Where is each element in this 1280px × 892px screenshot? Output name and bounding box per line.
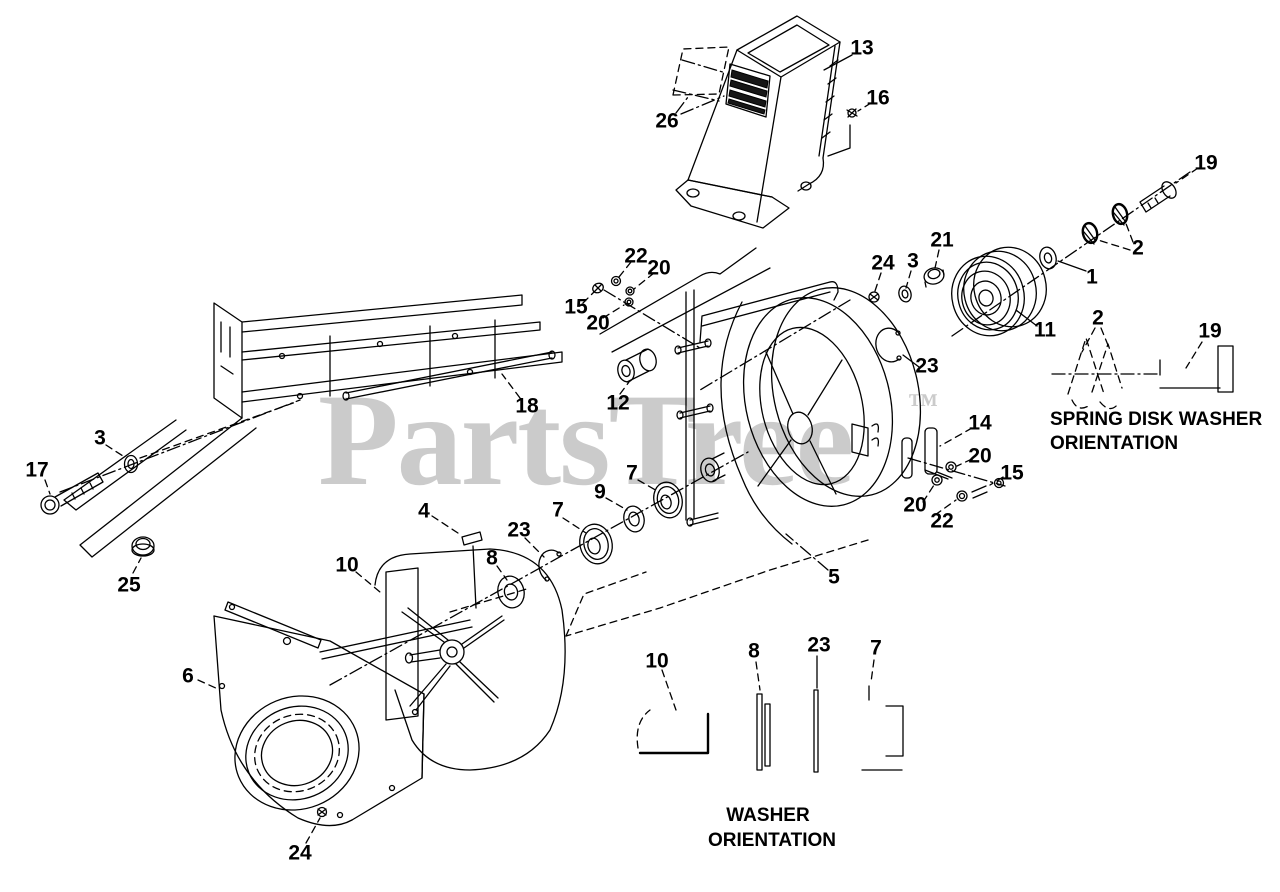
callout-17: 17 <box>25 458 49 482</box>
callout-11: 11 <box>1033 318 1057 342</box>
callout-6: 6 <box>182 664 194 688</box>
callout-7: 7 <box>870 636 882 660</box>
callout-14: 14 <box>968 411 992 435</box>
shaft-bearings <box>329 451 749 686</box>
chute-cover-13 <box>672 15 872 229</box>
blower-housing-10 <box>319 548 566 771</box>
washer-orientation-diagram <box>636 655 904 773</box>
bracket-14-group <box>901 427 1006 516</box>
callout-24: 24 <box>288 841 312 865</box>
callout-22: 22 <box>930 509 954 533</box>
main-housing-5 <box>449 247 922 637</box>
callout-15: 15 <box>1000 461 1024 485</box>
callout-12: 12 <box>606 391 630 415</box>
callout-20: 20 <box>586 311 610 335</box>
callout-7: 7 <box>626 461 638 485</box>
callout-24: 24 <box>871 251 895 275</box>
callout-5: 5 <box>828 565 840 589</box>
callout-3: 3 <box>94 426 106 450</box>
callout-26: 26 <box>655 109 679 133</box>
blower-housing-6 <box>197 601 425 844</box>
callout-25: 25 <box>117 573 141 597</box>
washer-orientation-label-line1: WASHER <box>726 805 810 826</box>
pulley-group <box>699 167 1199 391</box>
callout-23: 23 <box>807 633 831 657</box>
spring-disk-orientation-diagram <box>1051 327 1234 410</box>
watermark-tm-symbol: ™ <box>908 388 938 421</box>
callout-10: 10 <box>335 553 359 577</box>
callout-16: 16 <box>866 86 890 110</box>
callout-22: 22 <box>624 244 648 268</box>
washer-orientation-label-line2: ORIENTATION <box>707 830 837 851</box>
spring-disk-washer-orientation-label-line1: SPRING DISK WASHER <box>1050 409 1263 430</box>
callout-20: 20 <box>647 256 671 280</box>
callout-23: 23 <box>915 354 939 378</box>
callout-19: 19 <box>1198 319 1222 343</box>
callout-8: 8 <box>748 639 760 663</box>
callout-19: 19 <box>1194 151 1218 175</box>
callout-20: 20 <box>903 493 927 517</box>
callout-20: 20 <box>968 444 992 468</box>
callout-18: 18 <box>515 394 539 418</box>
callout-23: 23 <box>507 518 531 542</box>
callout-15: 15 <box>564 295 588 319</box>
hardware-left <box>582 261 701 395</box>
callout-13: 13 <box>850 36 874 60</box>
callout-3: 3 <box>907 249 919 273</box>
callout-21: 21 <box>930 228 954 252</box>
watermark-text: PartsTree <box>318 366 854 513</box>
callout-7: 7 <box>552 498 564 522</box>
callout-1: 1 <box>1086 265 1098 289</box>
callout-9: 9 <box>594 480 606 504</box>
callout-2: 2 <box>1092 306 1104 330</box>
spring-disk-washer-orientation-label-line2: ORIENTATION <box>1050 433 1179 454</box>
callout-4: 4 <box>418 499 430 523</box>
callout-2: 2 <box>1132 236 1144 260</box>
frame-assembly <box>40 294 563 574</box>
callout-10: 10 <box>645 649 669 673</box>
callout-8: 8 <box>486 546 498 570</box>
